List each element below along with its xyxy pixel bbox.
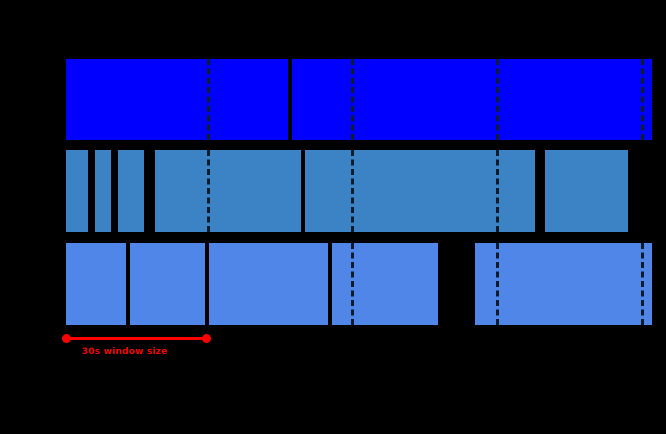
window-boundary-dashed-line	[351, 150, 354, 232]
window-size-arrow-line	[66, 337, 207, 340]
bar-segment	[130, 243, 205, 325]
bar-segment	[66, 59, 288, 140]
bar-segment	[209, 243, 328, 325]
window-boundary-dashed-line	[641, 243, 644, 325]
window-boundary-dashed-line	[351, 243, 354, 325]
bar-segment	[475, 243, 652, 325]
track-row-2	[0, 150, 666, 232]
window-size-label: 30s window size	[82, 347, 168, 357]
window-boundary-dashed-line	[496, 59, 499, 140]
window-boundary-dashed-line	[496, 150, 499, 232]
window-boundary-dashed-line	[496, 243, 499, 325]
bar-segment	[292, 59, 652, 140]
bar-segment	[66, 243, 126, 325]
bar-segment	[95, 150, 111, 232]
window-boundary-dashed-line	[207, 59, 210, 140]
bar-segment	[332, 243, 438, 325]
window-boundary-dashed-line	[641, 59, 644, 140]
bar-segment	[545, 150, 628, 232]
bar-segment	[305, 150, 535, 232]
window-boundary-dashed-line	[351, 59, 354, 140]
window-boundary-dashed-line	[207, 150, 210, 232]
track-row-1	[0, 59, 666, 140]
window-size-arrow-start-cap	[62, 334, 71, 343]
bar-segment	[118, 150, 144, 232]
track-row-3	[0, 243, 666, 325]
bar-segment	[66, 150, 88, 232]
window-size-arrow-end-cap	[202, 334, 211, 343]
bar-segment	[155, 150, 301, 232]
